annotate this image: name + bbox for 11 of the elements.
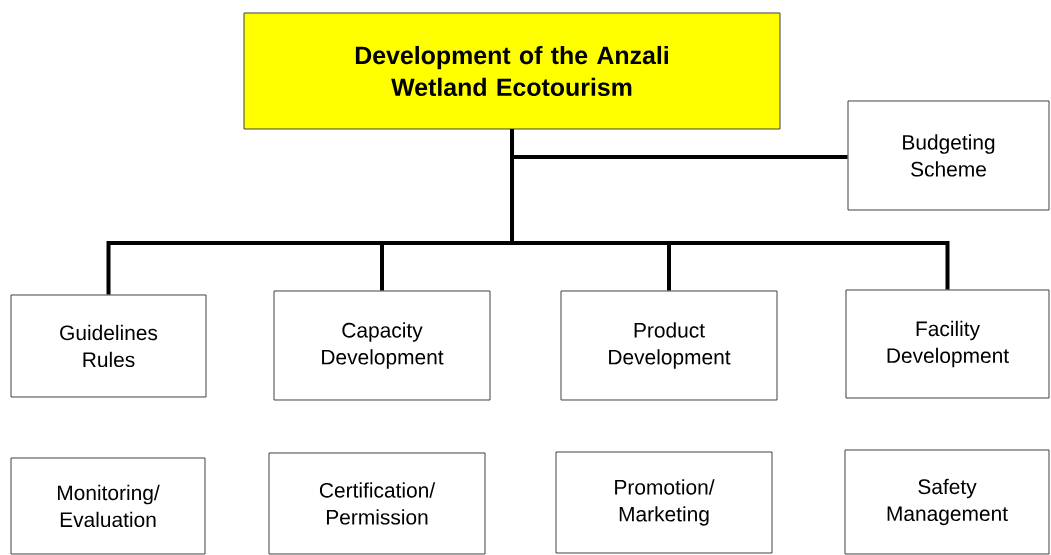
- box: Guidelines Rules: [10, 294, 207, 398]
- title-box: Development of the Anzali Wetland Ecotourism: [243, 12, 781, 130]
- box: Monitoring/ Evaluation: [10, 457, 206, 555]
- box: Safety Management: [844, 449, 1050, 555]
- box: Promotion/ Marketing: [555, 451, 773, 554]
- connector-line: [510, 129, 950, 290]
- box: Certification/ Permission: [268, 452, 486, 555]
- box: Budgeting Scheme: [847, 100, 1050, 211]
- box: Facility Development: [845, 289, 1050, 399]
- box: Product Development: [560, 290, 778, 401]
- box: Capacity Development: [273, 290, 491, 401]
